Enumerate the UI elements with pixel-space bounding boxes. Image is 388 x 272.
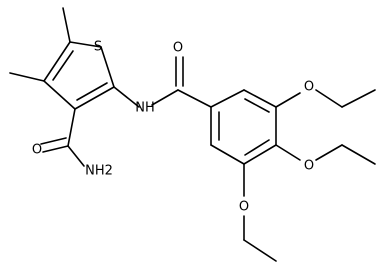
atom-amide-oxygen: O — [173, 41, 183, 56]
bond-carbonyl-o-double — [40, 137, 67, 145]
atom-amide-nitrogen: NH — [135, 101, 155, 116]
bond-c3-carbonyl — [67, 108, 76, 147]
bond-ar3-o1 — [275, 92, 301, 108]
bond-carbonyl-n — [67, 145, 85, 167]
bond-layer — [9, 7, 376, 262]
bond-c4-c5 — [43, 41, 71, 82]
bond-s-c2 — [100, 46, 115, 88]
bond-o1-ch2 — [315, 89, 343, 108]
bond-c5-methyl — [62, 7, 71, 43]
bond-ar4-ar5 — [243, 144, 277, 165]
bond-ar1-ar2 — [210, 89, 245, 108]
atom-sulfur: S — [94, 40, 102, 55]
bond-ar4-ar5-double — [244, 139, 270, 156]
atom-carboxamide-oxygen: O — [32, 143, 42, 158]
atom-ethoxy-oxygen-3: O — [239, 200, 249, 215]
bond-nh-carbonyl — [151, 89, 179, 106]
bond-s-c5 — [69, 41, 102, 48]
bond-c3-c4 — [43, 80, 76, 110]
bond-c2-c3-double — [76, 82, 108, 101]
bond-ar2-ar3 — [243, 89, 277, 108]
bond-ch2-ch3-1 — [341, 89, 376, 108]
bond-c2-nh — [113, 86, 140, 108]
bond-c2-c3 — [74, 86, 115, 110]
bond-carbonyl-o — [42, 145, 69, 153]
bond-ar4-o2 — [275, 144, 301, 161]
bond-c4-c5-double — [52, 50, 74, 81]
bond-ar2-ar3-double — [244, 98, 270, 113]
atom-ethoxy-oxygen-2: O — [304, 159, 314, 174]
bond-o2-ch2 — [315, 144, 343, 161]
bond-ch2-ch3-2 — [341, 144, 376, 165]
atom-ethoxy-oxygen-1: O — [304, 80, 314, 95]
atom-carboxamide-nitrogen: NH2 — [85, 164, 113, 179]
bond-c4-methyl — [9, 72, 45, 82]
bond-ch2-ch3-3 — [243, 239, 277, 262]
bond-carbonyl-ring — [177, 89, 212, 108]
bond-ar5-ar6 — [210, 144, 245, 165]
label-layer: S O NH O NH2 O O O — [32, 40, 314, 215]
